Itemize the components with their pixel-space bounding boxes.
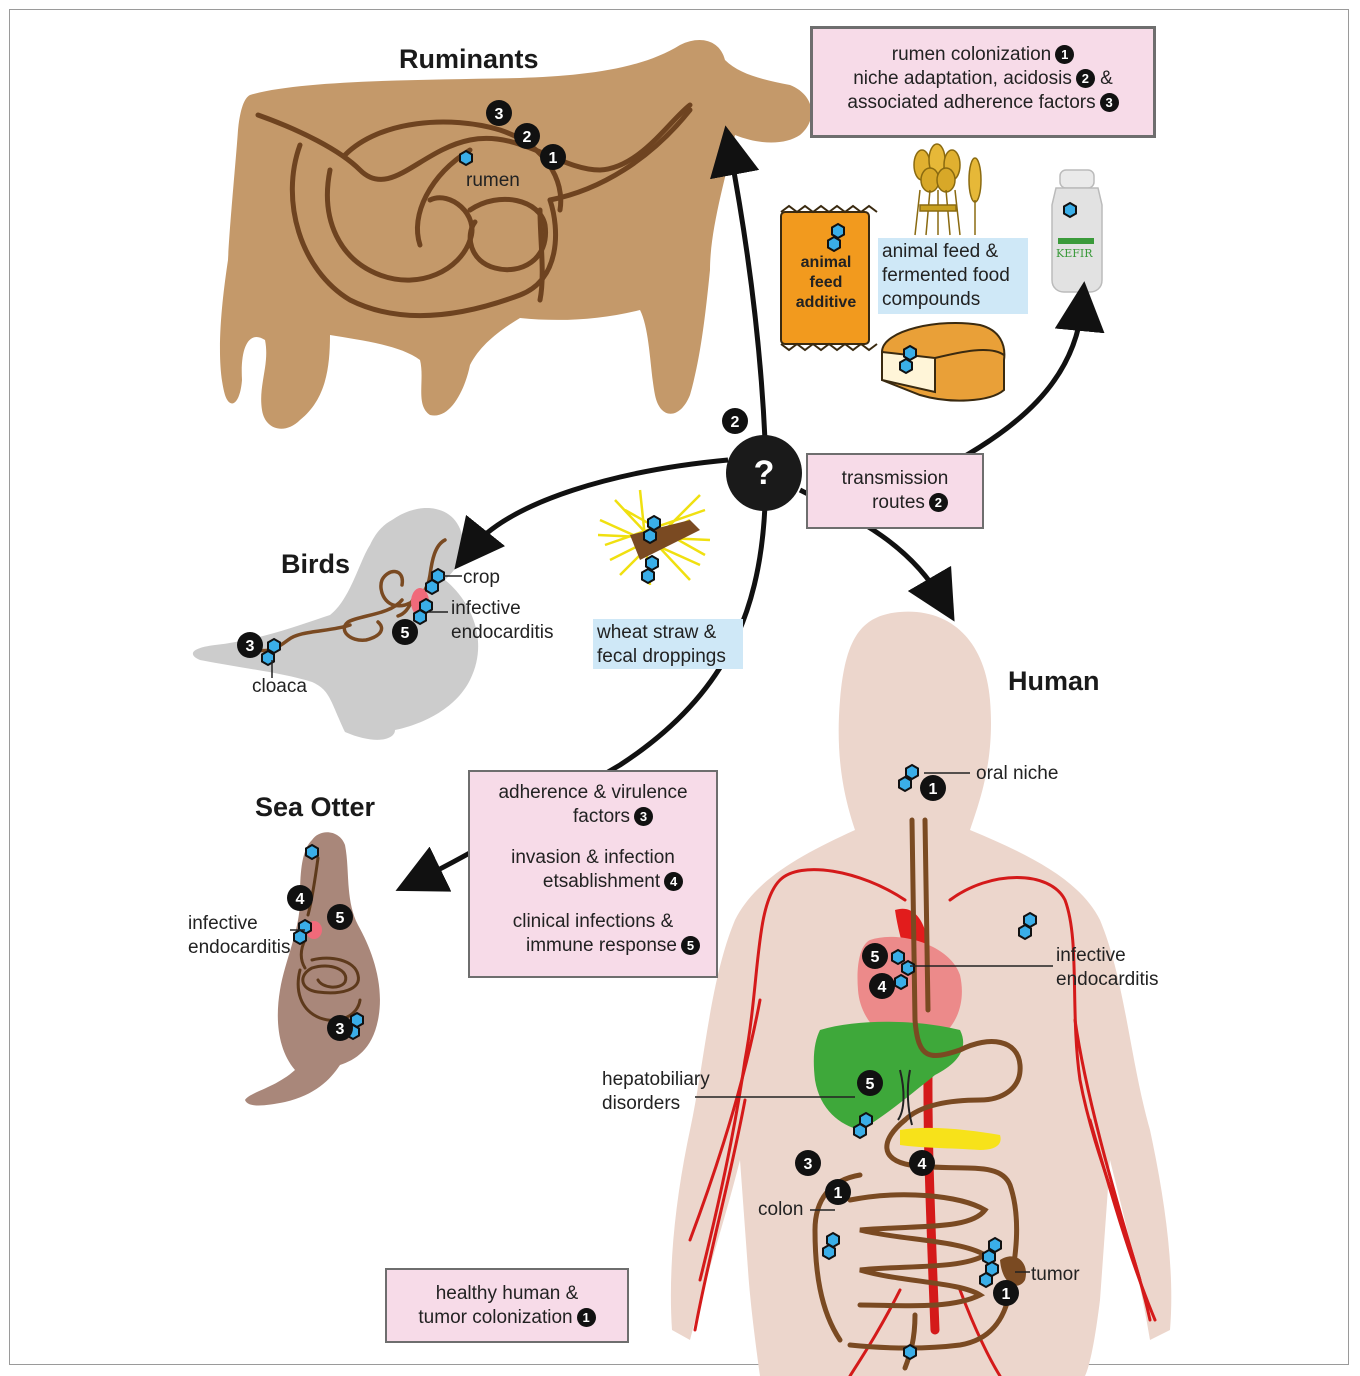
virulence-box-line4-text: etsablishment bbox=[543, 871, 660, 892]
title-birds: Birds bbox=[281, 549, 350, 580]
feed-bag-line1: animal bbox=[784, 253, 868, 273]
svg-text:4: 4 bbox=[918, 1156, 927, 1173]
virulence-box-line1: adherence & virulence bbox=[470, 781, 716, 805]
svg-text:5: 5 bbox=[871, 949, 880, 966]
label-oral-niche: oral niche bbox=[976, 762, 1058, 786]
svg-text:5: 5 bbox=[866, 1076, 875, 1093]
badge-5: 5 bbox=[681, 936, 700, 955]
healthy-box-line1: healthy human & bbox=[387, 1282, 627, 1306]
svg-text:3: 3 bbox=[336, 1021, 345, 1038]
wheat-sheaf-illustration bbox=[914, 144, 981, 235]
badge-1: 1 bbox=[577, 1308, 596, 1327]
feed-bag-text: animal feed additive bbox=[784, 253, 868, 313]
label-otter-endocarditis-1: infective bbox=[188, 912, 258, 936]
virulence-box-line3: invasion & infection bbox=[470, 846, 716, 870]
healthy-box-line2: tumor colonization 1 bbox=[387, 1306, 627, 1330]
transmission-box-line2-text: routes bbox=[872, 492, 925, 513]
healthy-box-line2-text: tumor colonization bbox=[418, 1307, 572, 1328]
svg-text:3: 3 bbox=[804, 1156, 813, 1173]
label-crop: crop bbox=[463, 566, 500, 590]
label-otter-endocarditis-2: endocarditis bbox=[188, 936, 290, 960]
svg-text:2: 2 bbox=[523, 129, 532, 146]
rumen-box-line3: associated adherence factors 3 bbox=[813, 91, 1153, 115]
badge-1: 1 bbox=[1055, 45, 1074, 64]
food-box-line3: compounds bbox=[882, 288, 1024, 312]
transmission-box-line1: transmission bbox=[808, 467, 982, 491]
food-box-line2: fermented food bbox=[882, 264, 1024, 288]
badge-4: 4 bbox=[664, 872, 683, 891]
label-bird-endocarditis-1: infective bbox=[451, 597, 521, 621]
label-cloaca: cloaca bbox=[252, 675, 307, 699]
svg-text:1: 1 bbox=[834, 1185, 843, 1202]
food-box-line1: animal feed & bbox=[882, 240, 1024, 264]
label-human-endocarditis-2: endocarditis bbox=[1056, 968, 1158, 992]
svg-text:4: 4 bbox=[296, 891, 305, 908]
wheat-straw-box-line2: fecal droppings bbox=[597, 645, 739, 669]
virulence-box-line5: clinical infections & bbox=[470, 910, 716, 934]
label-kefir: KEFIR bbox=[1056, 247, 1093, 260]
svg-text:4: 4 bbox=[878, 979, 887, 996]
label-colon: colon bbox=[758, 1198, 803, 1222]
svg-text:3: 3 bbox=[246, 638, 255, 655]
virulence-box-line6-text: immune response bbox=[526, 935, 677, 956]
label-tumor: tumor bbox=[1031, 1263, 1080, 1287]
title-human: Human bbox=[1008, 666, 1100, 697]
svg-text:3: 3 bbox=[495, 106, 504, 123]
healthy-human-box: healthy human & tumor colonization 1 bbox=[385, 1268, 629, 1343]
badge-2: 2 bbox=[929, 493, 948, 512]
cheese-illustration bbox=[882, 323, 1004, 401]
svg-text:2: 2 bbox=[731, 414, 740, 431]
rumen-box-ampersand: & bbox=[1100, 68, 1113, 89]
wheat-straw-box-line1: wheat straw & bbox=[597, 621, 739, 645]
kefir-bottle-illustration bbox=[1052, 170, 1102, 292]
badge-3: 3 bbox=[1100, 93, 1119, 112]
wheat-straw-box: wheat straw & fecal droppings bbox=[593, 619, 743, 669]
label-human-endocarditis-1: infective bbox=[1056, 944, 1126, 968]
sea-otter-illustration bbox=[245, 832, 380, 1105]
label-bird-endocarditis-2: endocarditis bbox=[451, 621, 553, 645]
label-hepatobiliary-2: disorders bbox=[602, 1092, 680, 1116]
wheat-straw-illustration bbox=[598, 490, 710, 585]
svg-text:5: 5 bbox=[401, 625, 410, 642]
svg-text:1: 1 bbox=[1002, 1286, 1011, 1303]
svg-text:1: 1 bbox=[549, 150, 558, 167]
cow-illustration bbox=[220, 40, 812, 429]
svg-text:1: 1 bbox=[929, 781, 938, 798]
svg-text:5: 5 bbox=[336, 910, 345, 927]
badge-3: 3 bbox=[634, 807, 653, 826]
rumen-box-line2-text: niche adaptation, acidosis bbox=[853, 68, 1072, 89]
rumen-box-line1-text: rumen colonization bbox=[892, 44, 1051, 65]
badge-2: 2 bbox=[1076, 69, 1095, 88]
food-box: animal feed & fermented food compounds bbox=[878, 238, 1028, 314]
title-ruminants: Ruminants bbox=[399, 44, 539, 75]
feed-bag-line3: additive bbox=[784, 293, 868, 313]
human-illustration bbox=[671, 612, 1171, 1376]
unknown-source-node: ? bbox=[726, 435, 802, 511]
bird-illustration bbox=[193, 508, 478, 740]
feed-bag-line2: feed bbox=[784, 273, 868, 293]
label-rumen: rumen bbox=[466, 169, 520, 193]
label-hepatobiliary-1: hepatobiliary bbox=[602, 1068, 710, 1092]
rumen-box-line3-text: associated adherence factors bbox=[847, 92, 1095, 113]
title-sea-otter: Sea Otter bbox=[255, 792, 375, 823]
virulence-box-line2-text: factors bbox=[573, 806, 630, 827]
